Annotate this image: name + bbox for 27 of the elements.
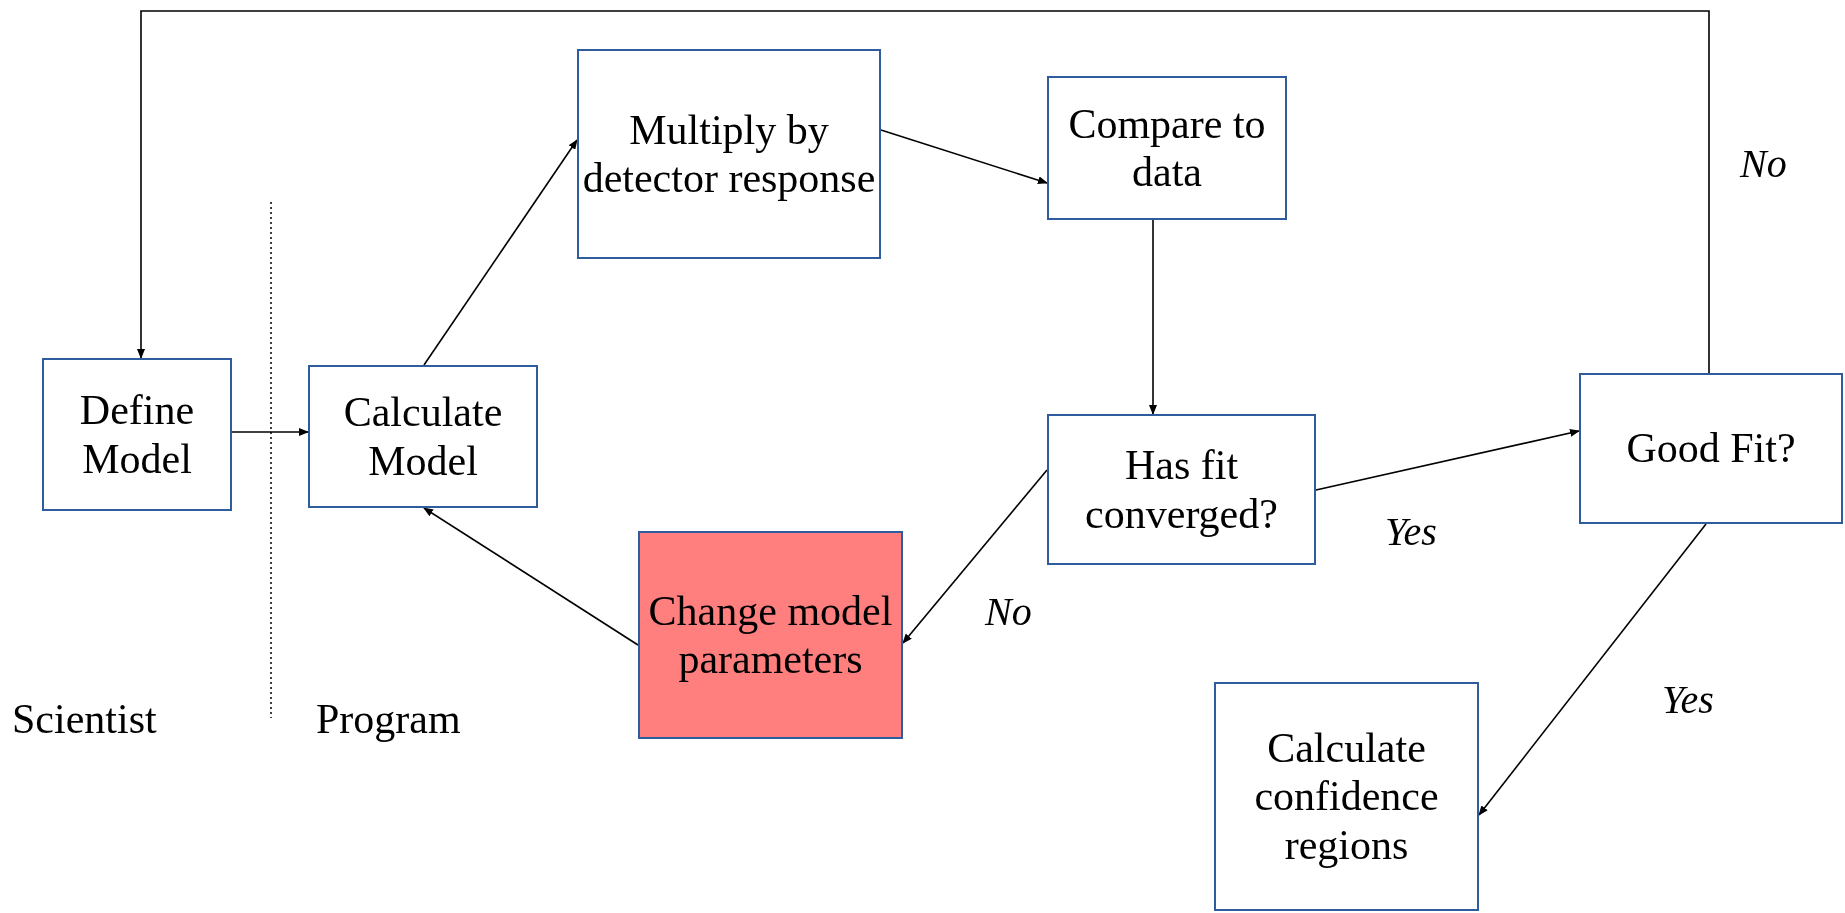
process-box <box>638 531 903 739</box>
arrow <box>423 139 578 366</box>
box-label: Good Fit? <box>1626 424 1796 473</box>
box-label: Calculate confidence regions <box>1253 724 1440 869</box>
process-box <box>1047 414 1316 565</box>
arrow <box>1478 523 1707 816</box>
process-box <box>1579 373 1843 524</box>
process-box <box>42 358 232 511</box>
arrow <box>137 10 1710 374</box>
arrow <box>1149 219 1157 415</box>
arrow <box>423 507 639 646</box>
box-label: Calculate Model <box>342 388 504 485</box>
arrow <box>1315 429 1580 491</box>
role-label: Scientist <box>12 695 157 743</box>
box-label: Compare to data <box>1067 99 1267 197</box>
arrow <box>902 469 1048 644</box>
process-box <box>1047 76 1287 220</box>
box-label: Multiply by detector response <box>581 105 877 203</box>
arrow <box>880 129 1048 185</box>
box-label: Define Model <box>78 386 196 483</box>
box-label: Has fit converged? <box>1084 441 1279 538</box>
process-box <box>1214 682 1479 911</box>
box-label: Change model parameters <box>647 586 894 684</box>
process-box <box>308 365 538 508</box>
role-label: Program <box>316 695 461 743</box>
arrow <box>231 428 309 436</box>
process-box <box>577 49 881 259</box>
